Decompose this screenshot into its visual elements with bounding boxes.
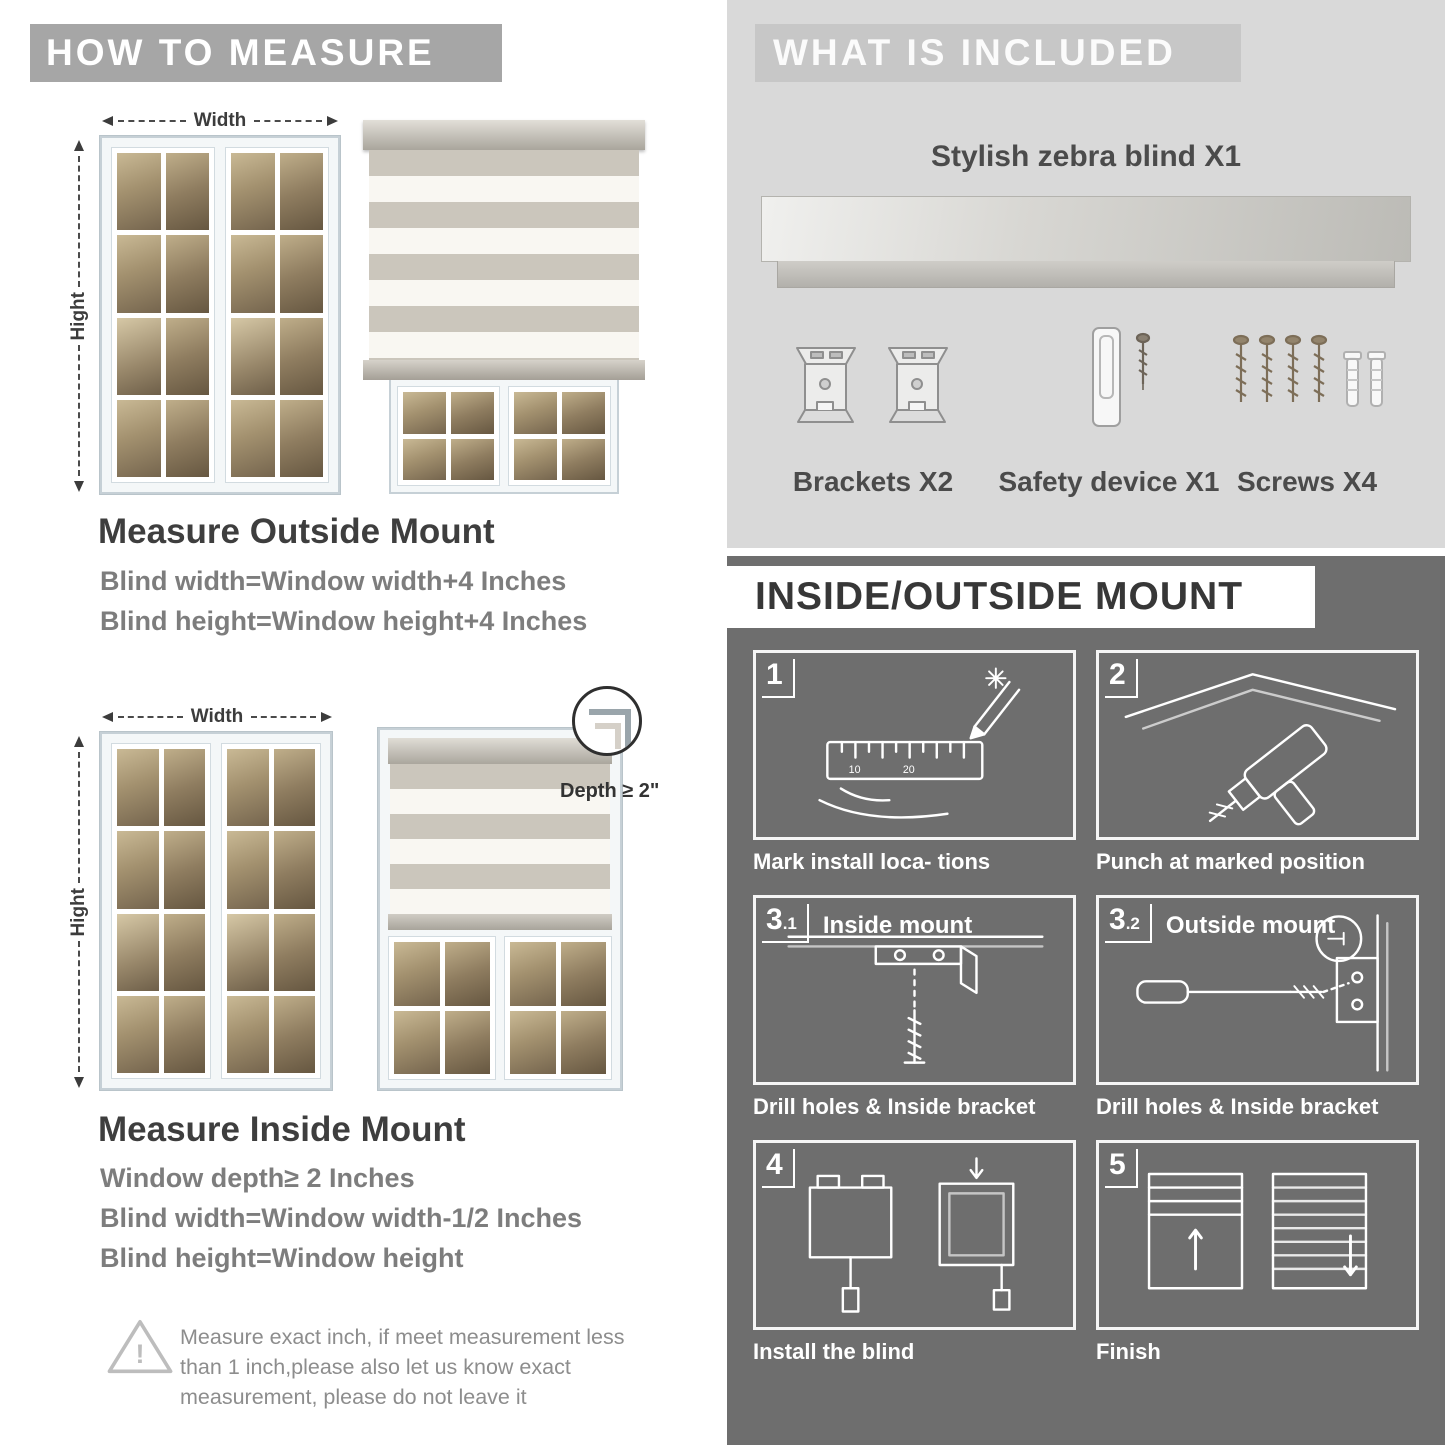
blind-stripes [369,150,639,360]
arrowhead-up-icon [74,736,84,747]
step-panel: 3.2 Outside mount [1096,895,1419,1085]
depth-label: Depth ≥ 2" [560,780,660,802]
arrowhead-down-icon [74,481,84,493]
warning-exclamation: ! [136,1339,145,1369]
arrowhead-right-icon [327,116,338,126]
width-label: Width [190,706,244,727]
height-label: Hight [68,291,89,341]
arrowhead-right-icon [321,712,332,722]
window-pane-grid [508,386,611,486]
height-arrow: Hight [68,736,90,1089]
window-illustration [100,732,332,1090]
screws-icon [1232,334,1386,407]
step-1: 10 20 1 Mark install loca- tions [753,650,1076,879]
zebra-blind-inside-illustration [378,728,622,1090]
window-pane-grid [111,743,211,1079]
step-caption: Mark install loca- tions [753,849,991,874]
mount-steps-grid: 10 20 1 Mark install loca- tions [753,650,1419,1369]
warning-text: Measure exact inch, if meet measurement … [180,1325,625,1410]
brackets-label: Brackets X2 [792,466,954,497]
step-panel: 5 [1096,1140,1419,1330]
outside-bracket-icon [1136,914,1389,1072]
svg-text:10: 10 [849,764,861,776]
mount-guide-section: INSIDE/OUTSIDE MOUNT [727,556,1445,1445]
blind-headrail [388,738,612,764]
drill-icon [1124,673,1397,826]
window-illustration [100,136,340,494]
step-caption: Drill holes & Inside bracket [753,1094,1036,1119]
inside-bracket-icon [787,935,1044,1064]
finish-icon [1147,1172,1368,1290]
step-caption: Finish [1096,1339,1161,1364]
how-to-measure-header: HOW TO MEASURE [30,24,502,82]
step-number: 5 [1105,1149,1138,1188]
blind-stripes [390,764,610,914]
zebra-blind-outside-illustration [363,120,645,494]
width-label: Width [193,110,247,131]
step-number: 4 [762,1149,795,1188]
step-number: 1 [762,659,795,698]
window-pane-grid [388,936,496,1080]
outside-formula-height: Blind height=Window height+4 Inches [100,606,588,636]
blind-bottomrail [388,914,612,930]
arrowhead-up-icon [74,140,84,151]
safety-device-icon [1092,327,1151,427]
what-is-included-header: WHAT IS INCLUDED [755,24,1241,82]
blind-bottomrail-illustration [777,261,1395,288]
screws-label: Screws X4 [1236,466,1378,497]
step-number: 3.1 [762,904,809,943]
step-caption: Punch at marked position [1096,849,1365,874]
window-pane-grid [504,936,612,1080]
warning-icon: ! [107,1320,173,1374]
install-blind-icon [808,1157,1015,1313]
width-arrow: Width [102,706,332,728]
window-pane-grid [111,147,215,483]
step-title: Inside mount [822,912,973,939]
svg-text:20: 20 [903,764,915,776]
outside-formula-width: Blind width=Window width+4 Inches [100,566,567,596]
inside-mount-title: Measure Inside Mount [98,1110,466,1149]
safety-device-label: Safety device X1 [998,466,1220,497]
step-panel: 10 20 1 [753,650,1076,840]
what-is-included-section: WHAT IS INCLUDED Stylish zebra blind X1 [727,0,1445,548]
window-pane-grid [397,386,500,486]
step-caption: Install the blind [753,1339,915,1364]
outside-mount-title: Measure Outside Mount [98,512,495,551]
step-panel: 2 [1096,650,1419,840]
step-panel: 3.1 Inside mount [753,895,1076,1085]
inside-formula-depth: Window depth≥ 2 Inches [100,1163,415,1193]
blind-bottomrail [363,360,645,380]
step-5: 5 Finish [1096,1140,1419,1369]
height-label: Hight [68,887,89,937]
window-below-blind [388,930,612,1080]
step-number: 3.2 [1105,904,1152,943]
arrowhead-left-icon [102,712,113,722]
step-title: Outside mount [1165,912,1336,939]
step-3-1: 3.1 Inside mount Drill holes & Inside br… [753,895,1076,1124]
height-arrow: Hight [68,140,90,493]
step-2: 2 Punch at marked position [1096,650,1419,879]
step-3-2: 3.2 Outside mount Drill holes & Inside b… [1096,895,1419,1124]
step-4: 4 Install the blind [753,1140,1076,1369]
arrowhead-down-icon [74,1077,84,1089]
depth-detail-circle [572,686,642,756]
window-pane-grid [221,743,321,1079]
blind-headrail [363,120,645,150]
window-below-blind [389,380,619,494]
window-pane-grid [225,147,329,483]
zebra-blind-label: Stylish zebra blind X1 [930,140,1242,173]
mount-guide-header: INSIDE/OUTSIDE MOUNT [727,566,1315,628]
brackets-icon [796,347,948,423]
inside-formula-height: Blind height=Window height [100,1243,464,1273]
step-number: 2 [1105,659,1138,698]
width-arrow: Width [102,110,338,132]
measure-mark-icon: 10 20 [818,667,1021,819]
inside-formula-width: Blind width=Window width-1/2 Inches [100,1203,583,1233]
blind-headrail-illustration [761,196,1411,262]
step-panel: 4 [753,1140,1076,1330]
step-caption: Drill holes & Inside bracket [1096,1094,1379,1119]
arrowhead-left-icon [102,116,113,126]
